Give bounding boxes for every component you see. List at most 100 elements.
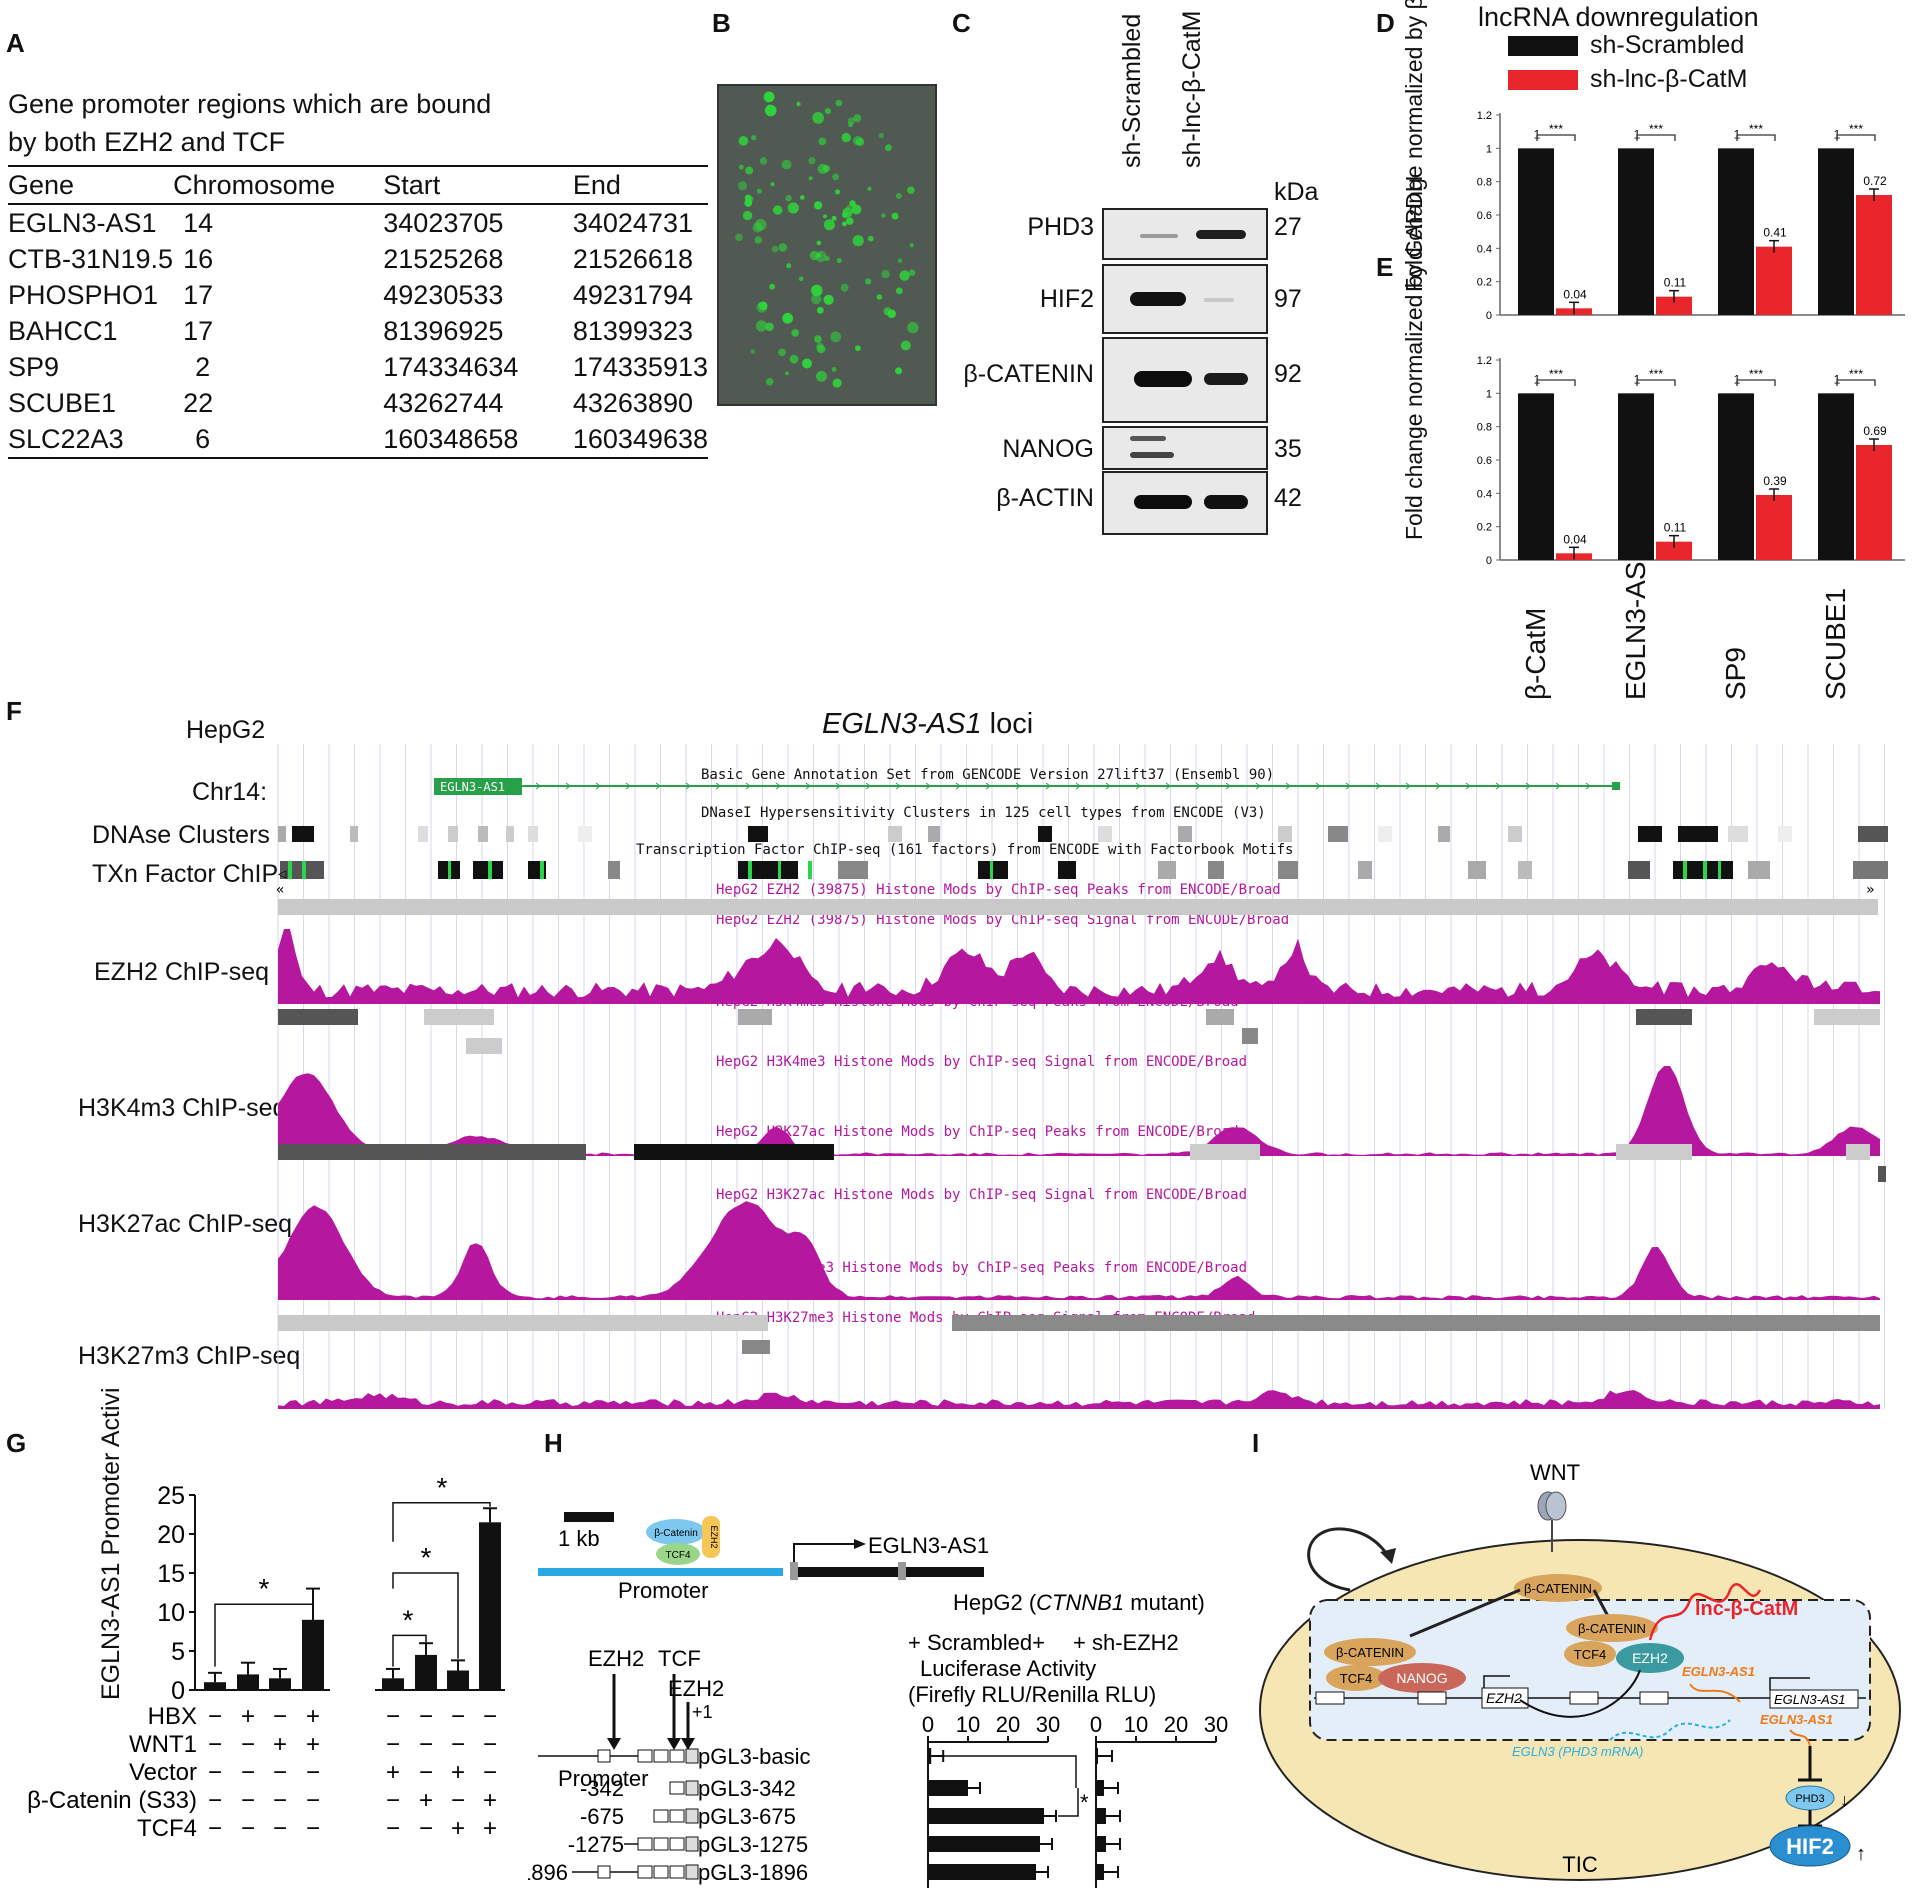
egln3as1-rna-label: EGLN3-AS1	[1682, 1664, 1755, 1679]
chart-g-condition-mark: −	[241, 1731, 255, 1758]
txn-block	[608, 861, 620, 879]
h3k4me3-peak	[1814, 1009, 1880, 1025]
egln3as1-gene-label: EGLN3-AS1	[1774, 1692, 1846, 1707]
chart-d-sig-bracket	[1636, 134, 1676, 141]
panel-label-c: C	[952, 8, 971, 38]
gene-arrow	[595, 782, 601, 790]
bcatenin-nuc2-label: β-CATENIN	[1578, 1621, 1646, 1636]
luc-box	[685, 1808, 699, 1824]
dnase-block	[1038, 826, 1052, 842]
construct-box	[653, 1809, 669, 1823]
chart-g-condition-mark: −	[419, 1759, 433, 1786]
ezh2-blob	[702, 1516, 720, 1558]
luc-shezh2-x-tick-label: 30	[1204, 1712, 1228, 1737]
nav-right-arrow: »	[1866, 882, 1874, 898]
track-label-h3k4m3: H3K4m3 ChIP-seq	[78, 1094, 287, 1122]
txn-block	[1358, 861, 1372, 879]
chart-d-bar	[1818, 148, 1854, 315]
cell-spot	[738, 181, 747, 191]
cell-spot	[754, 236, 762, 244]
bcatenin-cyto-label: β-CATENIN	[1524, 1581, 1592, 1596]
cell-spot	[836, 258, 842, 263]
chart-d-sig-bracket	[1836, 134, 1876, 141]
cell-spot	[812, 112, 825, 124]
fluorescence-micrograph	[717, 84, 937, 406]
cell-spot	[823, 294, 834, 305]
cell-spot	[848, 122, 853, 128]
cell-spot	[841, 132, 851, 143]
dnase-block	[1778, 826, 1792, 842]
construct-box	[653, 1837, 669, 1851]
tic-label: TIC	[1562, 1852, 1598, 1877]
h3k4me3-peak	[1242, 1028, 1258, 1044]
ezh2-protein-label: EZH2	[1632, 1650, 1668, 1666]
gene-arrow	[1315, 782, 1321, 790]
chart-e-bar	[1618, 393, 1654, 560]
chart-g-sig-star: *	[437, 1472, 448, 1503]
chart-g-y-tick-label: 20	[157, 1521, 185, 1549]
cell-spot	[786, 263, 792, 269]
construct-name: pGL3-675	[698, 1804, 796, 1829]
txn-motif	[748, 861, 752, 879]
chart-g-condition-mark: +	[451, 1759, 465, 1786]
construct-box	[669, 1749, 685, 1763]
cell-spot	[909, 243, 914, 248]
promoter-label: Promoter	[618, 1578, 708, 1603]
dna-box	[1569, 1691, 1599, 1705]
cell-start: 43262744	[383, 387, 504, 418]
cell-spot	[852, 136, 863, 146]
table-title-line2: by both EZH2 and TCF	[8, 127, 286, 157]
chart-g-condition-mark: −	[419, 1731, 433, 1758]
cell-line-label: HepG2 (CTNNB1 mutant)	[953, 1590, 1205, 1615]
dnase-block	[1178, 826, 1192, 842]
gene-arrow	[1015, 782, 1021, 790]
cell-spot	[908, 269, 916, 276]
blot-bactin	[1102, 471, 1268, 535]
gene-arrow	[775, 782, 781, 790]
construct-box	[669, 1865, 685, 1879]
chart-g-bar	[237, 1674, 259, 1690]
dnase-block	[1278, 826, 1292, 842]
panel-label-a: A	[6, 28, 25, 58]
luc-sig-bracket	[1058, 1788, 1079, 1817]
cell-spot	[840, 283, 849, 292]
chart-g-ylabel: EGLN3-AS1 Promoter Activi	[97, 1387, 125, 1700]
luc-scrambled-bar	[928, 1864, 1036, 1880]
txn-motif	[488, 861, 492, 879]
chart-d-data-label: 0.11	[1664, 276, 1687, 290]
cell-spot	[876, 294, 883, 300]
cell-spot	[763, 91, 775, 103]
tss-arrow-head	[854, 1539, 866, 1549]
cell-end: 81399323	[572, 315, 693, 346]
cell-spot	[765, 378, 774, 386]
luc-scrambled-bar	[928, 1780, 968, 1796]
chart-g-sig-star: *	[259, 1573, 270, 1604]
cell-spot	[773, 205, 783, 215]
luc-shezh2-x-tick-label: 0	[1090, 1712, 1102, 1737]
cell-spot	[778, 348, 786, 357]
chart-de-x-label: SP9	[1720, 647, 1751, 700]
nanog-blob	[1378, 1663, 1466, 1693]
chart-g-condition-mark: +	[241, 1703, 255, 1730]
panel-label-i: I	[1252, 1428, 1260, 1458]
scale-bar	[564, 1512, 614, 1522]
cell-spot	[787, 202, 799, 214]
nav-left-arrow: ◁	[278, 866, 287, 882]
txn-block	[1468, 861, 1486, 879]
chart-g-sig-bracket	[392, 1634, 427, 1667]
construct-box	[669, 1837, 685, 1851]
cell-spot	[887, 309, 896, 319]
construct-box	[597, 1865, 611, 1879]
dnase-block	[928, 826, 940, 842]
gene-arrow	[1585, 782, 1591, 790]
gene-arrow	[1075, 782, 1081, 790]
chart-d-sig-bracket	[1736, 134, 1776, 141]
band-label-bcatenin: β-CATENIN	[963, 360, 1094, 388]
col-header-shezh2: + sh-EZH2	[1073, 1630, 1179, 1655]
cell-spot	[817, 163, 828, 174]
chart-e-data-label: 0.69	[1863, 424, 1887, 438]
luc-box	[685, 1780, 699, 1796]
